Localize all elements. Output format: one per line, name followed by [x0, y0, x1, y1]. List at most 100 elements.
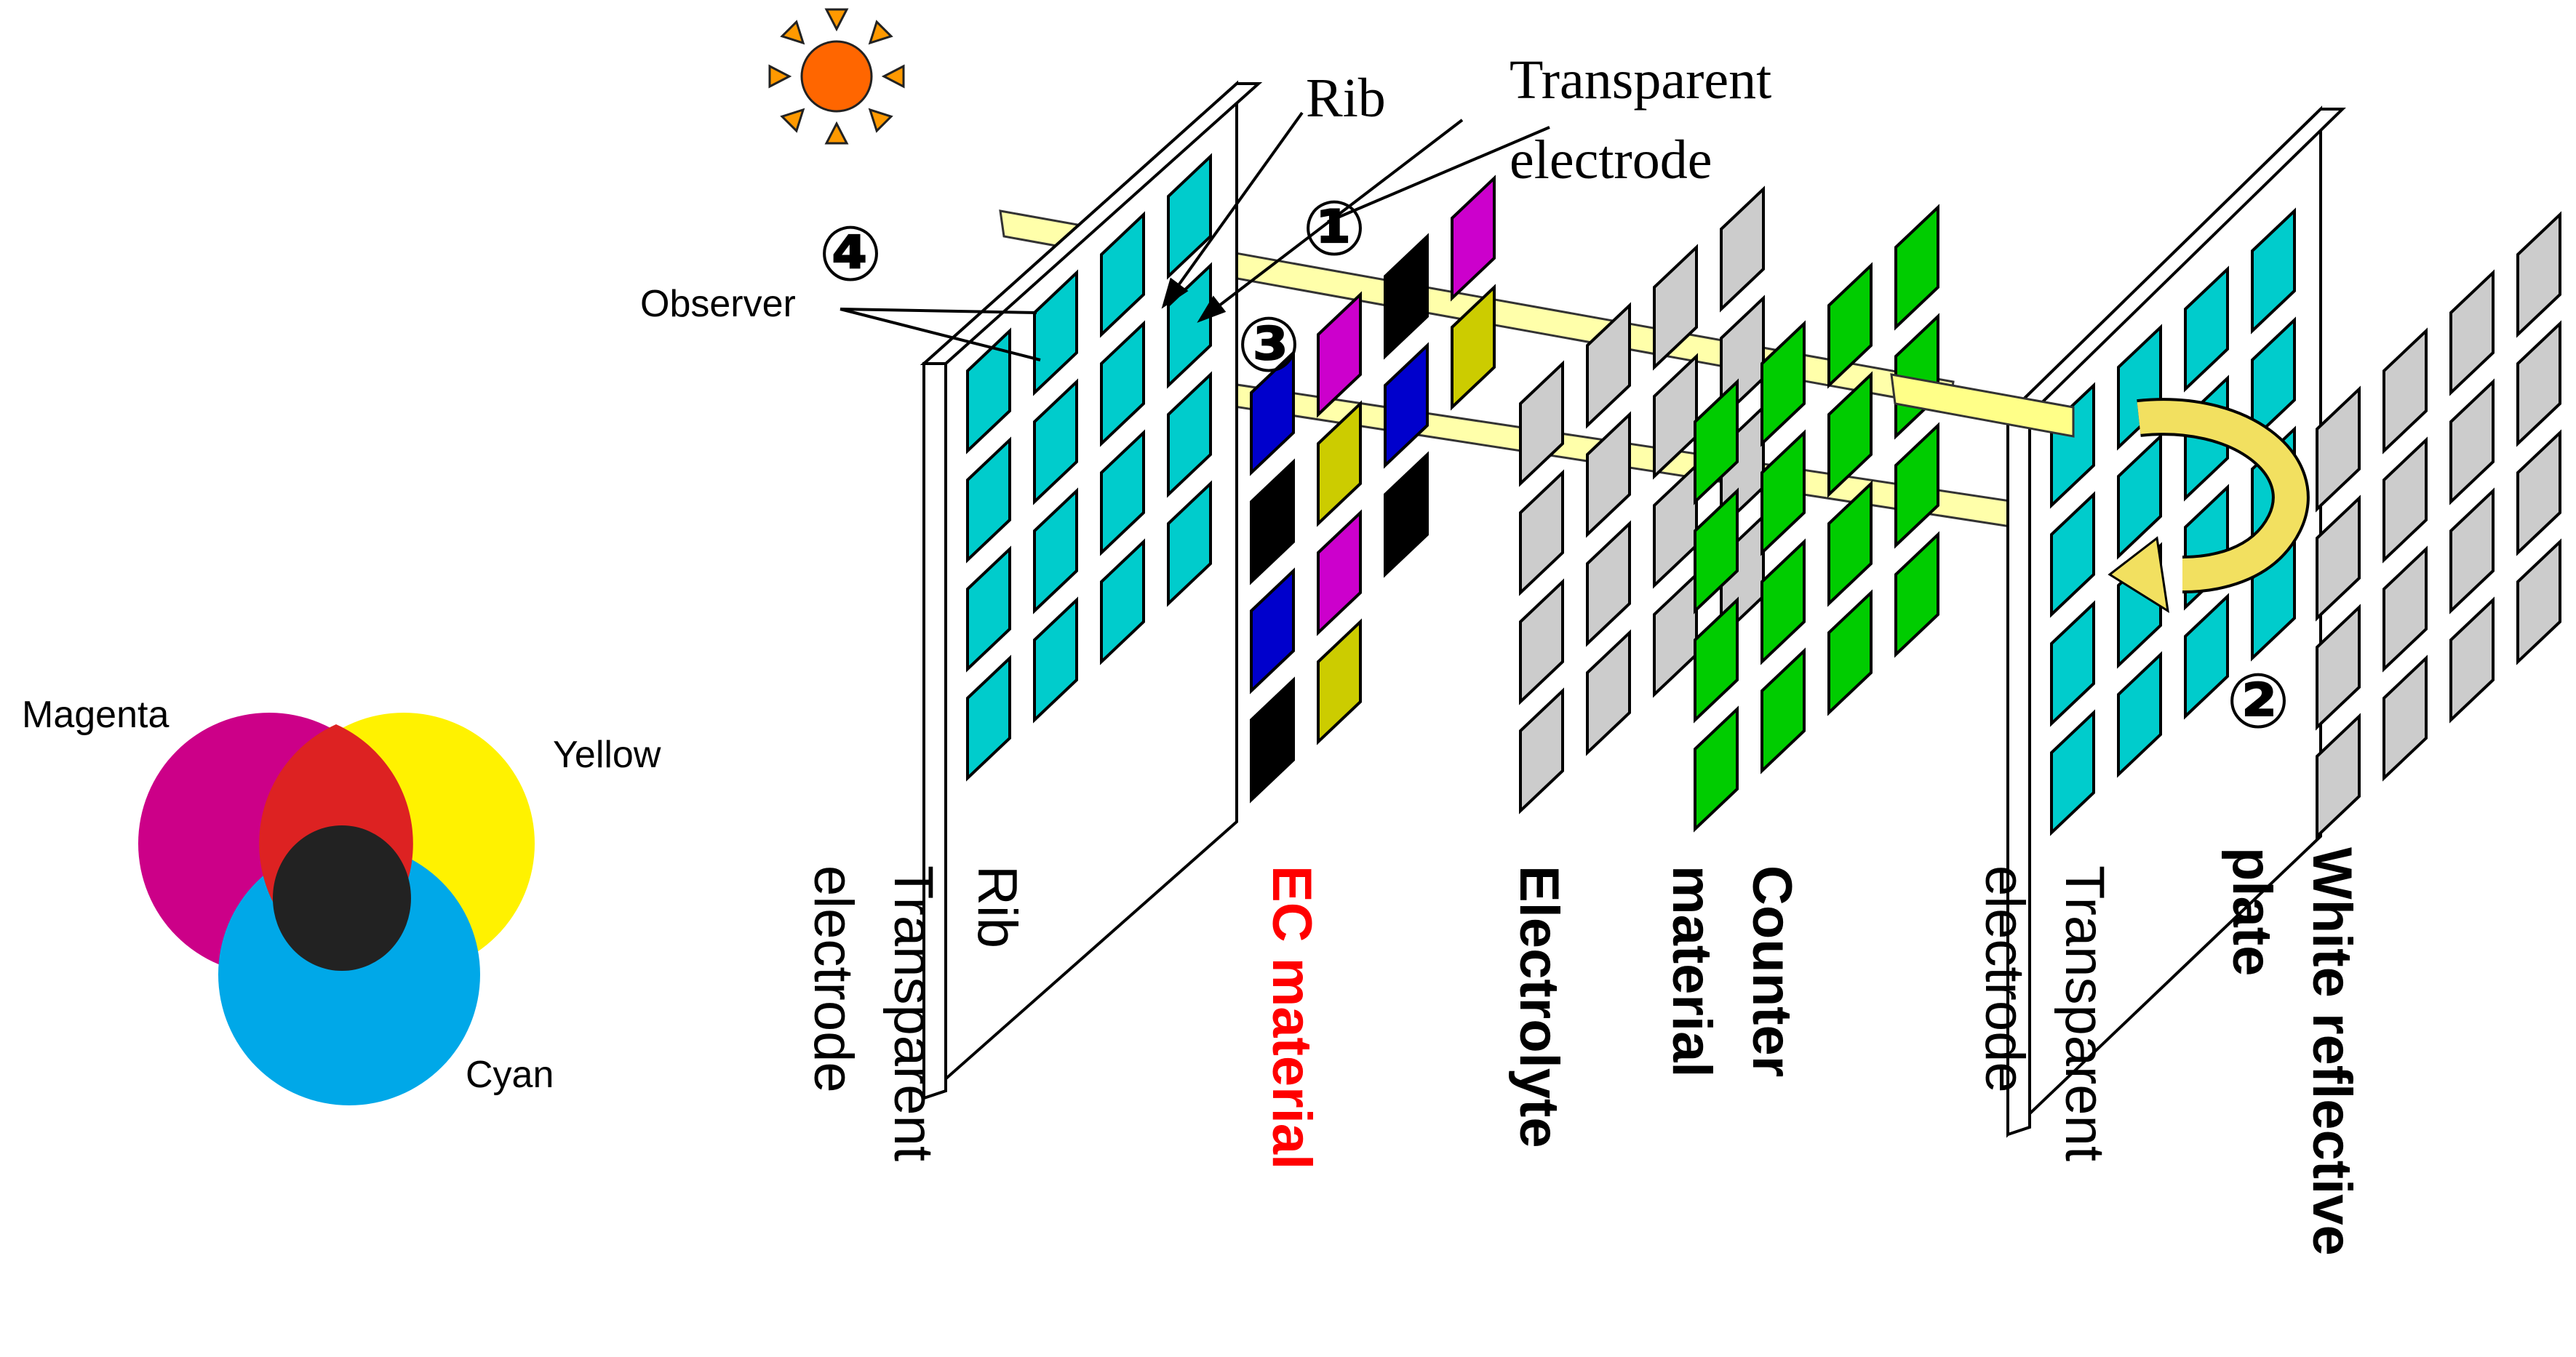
front-cyan-pixels [966, 153, 1212, 782]
sun-icon [768, 8, 905, 145]
number-2-badge: ② [2226, 657, 2290, 745]
ec-pixel [1250, 458, 1295, 585]
counter-pixel [1760, 647, 1806, 774]
white-plate-pixel [2449, 378, 2495, 505]
electrolyte-pixel [1653, 244, 1698, 371]
electrolyte-label: Electrolyte [1508, 865, 1570, 1148]
ec-pixel [1384, 233, 1429, 360]
transparent-electrode-callout-2: electrode [1510, 129, 1712, 191]
layer-labels: Rib Transparent electrode EC material El… [802, 847, 2363, 1256]
electrolyte-pixel [1586, 302, 1631, 429]
counter-pixel [1694, 487, 1739, 615]
ec-pixel [1384, 451, 1429, 578]
transparent-electrode-callout-1: Transparent [1510, 49, 1771, 111]
electrolyte-pixel [1720, 185, 1765, 313]
counter-pixel [1760, 320, 1806, 447]
white-reflective-plate-line2: plate [2221, 847, 2283, 976]
counter-pixel [1894, 204, 1939, 331]
white-plate-pixel [2316, 385, 2361, 513]
cyan-pixel [2184, 265, 2229, 393]
white-plate-pixel [2316, 713, 2361, 840]
white-plate-pixel [2382, 327, 2428, 455]
white-plate-pixel [2516, 320, 2561, 447]
cyan-pixel [1100, 538, 1145, 665]
counter-material-line1: Counter [1741, 865, 1803, 1077]
color-wheel: Magenta Yellow Cyan [22, 694, 661, 1105]
counter-material-line2: material [1661, 865, 1723, 1078]
reflection-arrow [2108, 398, 2310, 613]
white-plate-pixel [2449, 269, 2495, 396]
counter-pixel [1694, 596, 1739, 724]
electrolyte-pixel [1653, 571, 1698, 698]
cyan-pixel [1167, 153, 1212, 280]
counter-pixel [1827, 480, 1873, 607]
transparent-electrode-b-line1: Transparent [2054, 865, 2116, 1161]
cyan-pixel [1033, 269, 1078, 396]
counter-pixel [1694, 705, 1739, 833]
white-plate-pixel [2316, 495, 2361, 622]
cyan-pixel [1100, 320, 1145, 447]
callout-lines [840, 111, 1550, 361]
electrolyte-pixel [1586, 411, 1631, 538]
electrolyte-pixel [1519, 687, 1564, 814]
ec-pixel [1451, 175, 1496, 302]
ec-pixel [1317, 618, 1362, 745]
cyan-pixel [2184, 593, 2229, 720]
white-reflective-plate-line1: White reflective [2301, 847, 2363, 1256]
rib-callout: Rib [1306, 68, 1386, 129]
white-plate-pixel [2516, 429, 2561, 556]
ec-pixel [1317, 291, 1362, 418]
back-electrode-panel [2004, 105, 2346, 1138]
number-4-badge: ④ [818, 209, 882, 298]
light-beam-upper-end [1890, 373, 2075, 438]
white-plate-pixel [2449, 596, 2495, 724]
cyan-pixel [966, 327, 1011, 455]
cyan-pixel [2050, 491, 2095, 618]
cyan-pixel [1033, 378, 1078, 505]
cyan-pixel [1100, 429, 1145, 556]
black-center [273, 825, 411, 971]
electrolyte-pixel [1519, 578, 1564, 705]
ec-pixel [1451, 284, 1496, 411]
front-electrode-panel [920, 80, 1263, 1102]
transparent-electrode-a-line2: electrode [802, 865, 864, 1093]
cyan-pixel [1167, 480, 1212, 607]
counter-pixel [1894, 531, 1939, 658]
white-plate-pixel [2382, 655, 2428, 782]
white-plate-pixel [2516, 538, 2561, 665]
cyan-label: Cyan [466, 1054, 554, 1096]
counter-pixel [1760, 429, 1806, 556]
number-badges: ① ② ③ ④ [818, 184, 2290, 745]
ec-pixel [1250, 567, 1295, 694]
ec-material-label: EC material [1261, 865, 1323, 1169]
transparent-electrode-b-line2: electrode [1974, 865, 2035, 1093]
magenta-label: Magenta [22, 694, 169, 736]
number-3-badge: ③ [1237, 300, 1301, 389]
white-plate-pixel [2449, 487, 2495, 615]
counter-pixel [1694, 378, 1739, 505]
ec-pixel [1250, 349, 1295, 476]
cyan-pixel [2251, 207, 2296, 335]
transparent-electrode-a-line1: Transparent [882, 865, 944, 1161]
white-plate-pixel [2382, 545, 2428, 673]
ec-pixel [1317, 400, 1362, 527]
electrolyte-pixel [1653, 462, 1698, 589]
ec-material-pixels [1250, 175, 1496, 804]
ec-pixel [1384, 342, 1429, 469]
counter-pixel [1894, 422, 1939, 549]
cyan-pixel [1167, 371, 1212, 498]
electrolyte-pixel [1519, 469, 1564, 596]
cyan-pixel [966, 655, 1011, 782]
electrolyte-pixel [1519, 360, 1564, 487]
number-1-badge: ① [1302, 184, 1366, 273]
cyan-pixel [2117, 651, 2162, 778]
cyan-pixel [2251, 316, 2296, 444]
yellow-label: Yellow [553, 734, 661, 776]
cyan-pixel [1100, 211, 1145, 338]
cyan-pixel [966, 545, 1011, 673]
rib-layer-label: Rib [966, 865, 1028, 948]
cyan-pixel [2050, 709, 2095, 836]
white-plate-pixel [2516, 211, 2561, 338]
cyan-pixel [2117, 433, 2162, 560]
